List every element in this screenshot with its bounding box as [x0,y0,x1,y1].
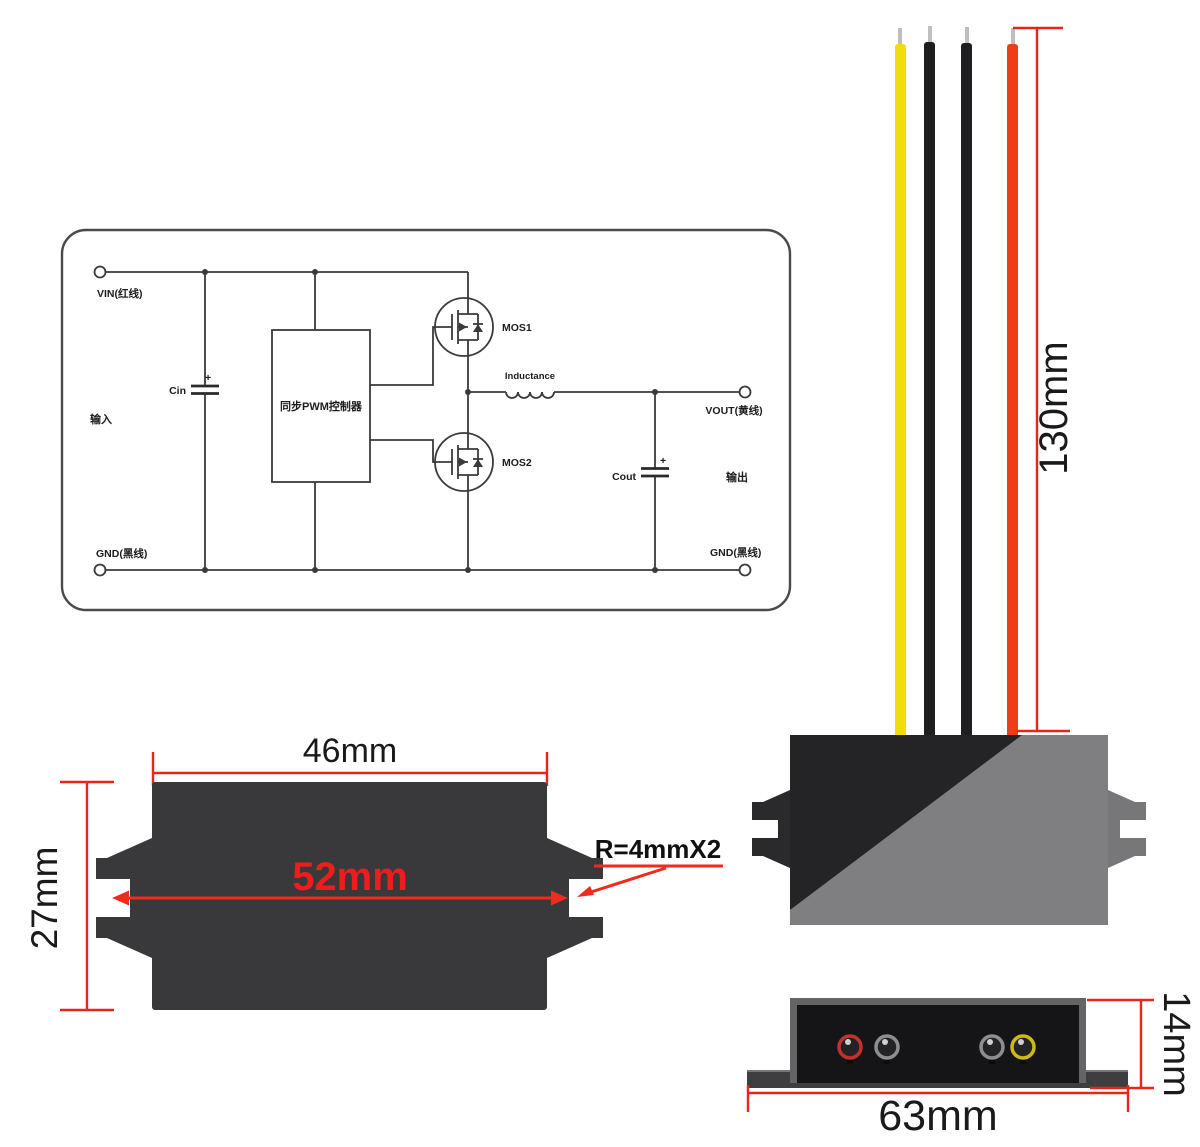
inductor-coil [505,391,555,399]
arrowhead-left [112,890,129,906]
cout-capacitor: Cout + [612,455,669,483]
dimension-46mm-label: 46mm [303,732,397,770]
schematic-frame [60,228,792,612]
inductor-label: Inductance [505,371,555,382]
wire-tip-black-1 [928,26,932,46]
cin-polarity: + [205,372,211,384]
nub-black-2 [979,1034,1005,1060]
module-top-view: 46mm 27mm 52mm R=4mmX2 [24,732,723,1012]
gnd-left-label: GND(黑线) [96,547,147,560]
module-side-view: 14mm 63mm [746,991,1197,1140]
cout-polarity: + [660,455,666,467]
radius-arrowhead [577,886,594,897]
dimension-63mm-label: 63mm [878,1092,997,1140]
wire-tip-red [1011,28,1015,48]
junction-dots [202,269,658,573]
dimension-46mm: 46mm [151,732,549,786]
mount-ear-right-top-view [547,838,603,958]
cout-label: Cout [612,471,636,483]
radius-annotation-label: R=4mmX2 [595,834,721,864]
dimension-130mm: 130mm [1013,26,1076,733]
gnd-terminal-right [738,563,752,577]
vout-terminal [738,385,752,399]
module-photo-top: 130mm [752,26,1146,925]
wire-tip-black-2 [965,27,969,47]
wire-black-1 [924,42,935,738]
dimension-27mm-label: 27mm [24,847,65,950]
dimension-14mm-label: 14mm [1155,991,1197,1097]
wire-end-nubs [837,1034,1036,1064]
pwm-label: 同步PWM控制器 [280,399,363,413]
output-label: 输出 [726,470,748,484]
cin-plates [191,384,219,395]
wire-black-2 [961,43,972,738]
top-view-body [152,782,547,1010]
vin-label: VIN(红线) [97,287,143,300]
dimension-14mm: 14mm [1087,991,1197,1097]
wire-yellow [895,44,906,738]
pwm-controller-box [271,329,371,483]
dimension-52mm-label: 52mm [292,855,408,899]
gnd-terminal-left [93,563,107,577]
cin-label: Cin [169,385,186,397]
vin-terminal [93,265,107,279]
mount-ear-left-top-view [96,838,152,958]
nub-red [837,1034,863,1060]
nub-black-1 [874,1034,900,1060]
dimension-63mm: 63mm [746,1085,1130,1140]
input-label: 输入 [90,412,112,426]
schematic-wires [106,271,740,571]
dimension-130mm-label: 130mm [1032,341,1076,474]
case-shadow-facet [790,735,1022,910]
gnd-right-label: GND(黑线) [710,546,761,559]
vout-label: VOUT(黄线) [705,404,762,417]
cin-capacitor: Cin + [169,372,219,397]
mount-ear-left-photo [752,790,790,868]
dimension-27mm: 27mm [24,780,114,1012]
mos2-label: MOS2 [502,457,532,469]
mos1-label: MOS1 [502,322,532,334]
cout-plates [641,467,669,478]
arrowhead-right [551,890,568,906]
mount-ear-right-photo [1108,790,1146,868]
wire-red [1007,44,1018,738]
nub-yellow [1010,1034,1036,1060]
wire-tip-yellow [898,28,902,48]
radius-annotation: R=4mmX2 [577,834,723,897]
circuit-schematic: Inductance Cin + Cout + 同步PWM控制器 [60,228,792,612]
dimension-52mm: 52mm [112,855,568,906]
